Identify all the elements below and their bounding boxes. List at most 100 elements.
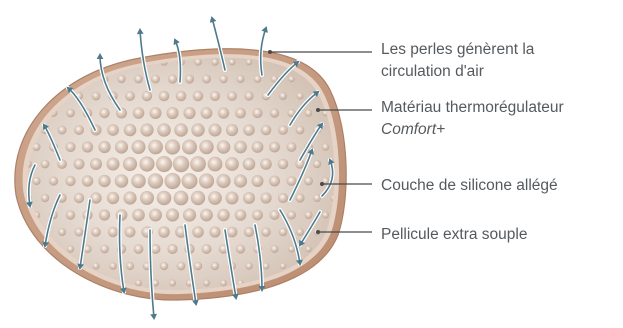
pearl-bead: [134, 75, 143, 84]
pearl-bead: [226, 192, 239, 205]
label-film: Pellicule extra souple: [381, 224, 527, 246]
pearl-bead: [183, 208, 196, 221]
pearl-bead: [109, 262, 117, 270]
label-film-line1: Pellicule extra souple: [381, 226, 527, 243]
pearl-bead: [322, 212, 329, 219]
pearl-bead: [296, 92, 303, 99]
pearl-bead: [169, 279, 176, 286]
pearl-bead: [280, 263, 286, 269]
pearl-bead: [148, 173, 163, 188]
pearl-bead: [322, 143, 330, 151]
pearl-bead: [67, 245, 74, 252]
pearl-bead: [65, 142, 75, 152]
pearl-bead: [218, 107, 229, 118]
pearl-bead: [279, 92, 287, 100]
pearl-bead: [168, 74, 177, 83]
label-silicone: Couche de silicone allégé: [381, 175, 558, 197]
pearl-bead: [149, 209, 162, 222]
pearl-bead: [126, 262, 134, 270]
pearl-bead: [245, 262, 253, 270]
pearl-bead: [157, 191, 172, 206]
pearl-bead: [91, 227, 101, 237]
pearl-bead: [229, 59, 236, 66]
pearl-bead: [225, 157, 239, 171]
pearl-bead: [313, 194, 321, 202]
pearl-bead: [140, 123, 153, 136]
pearl-bead: [174, 123, 188, 137]
pearl-bead: [252, 210, 263, 221]
pearl-bead: [210, 91, 220, 101]
pearl-bead: [211, 58, 218, 65]
pearl-bead: [243, 124, 255, 136]
pearl-bead: [92, 262, 99, 269]
pearl-bead: [305, 109, 313, 117]
label-silicone-line1: Couche de silicone allégé: [381, 177, 558, 194]
pearl-bead: [263, 263, 270, 270]
pearl-bead: [139, 156, 154, 171]
label-pearls: Les perles génèrent la circulation d'air: [381, 39, 534, 83]
pearl-bead: [166, 107, 178, 119]
pearl-bead: [236, 75, 244, 83]
pearl-bead: [252, 141, 264, 153]
pearl-bead: [270, 108, 279, 117]
pearl-bead: [193, 91, 204, 102]
pearl-bead: [269, 176, 280, 187]
pearl-bead: [99, 209, 110, 220]
pearl-bead: [90, 192, 101, 203]
pearl-bead: [92, 92, 101, 101]
pearl-bead: [142, 91, 152, 101]
pearl-bead: [150, 107, 162, 119]
pearl-bead: [227, 91, 237, 101]
pearl-bead: [74, 159, 85, 170]
pearl-bead: [234, 141, 247, 154]
pearl-bead: [125, 227, 136, 238]
pearl-bead: [194, 58, 202, 66]
pearl-bead: [173, 156, 190, 173]
pearl-bead: [90, 158, 102, 170]
pearl-bead: [235, 209, 247, 221]
pearl-bead: [313, 160, 321, 168]
pearl-bead: [49, 176, 58, 185]
pearl-bead: [220, 280, 227, 287]
pearl-bead: [166, 208, 179, 221]
pearl-bead: [260, 192, 271, 203]
pearl-bead: [174, 191, 189, 206]
pearl-bead: [295, 193, 304, 202]
pearl-bead: [158, 226, 170, 238]
pearl-bead: [133, 107, 145, 119]
pearl-bead: [75, 228, 84, 237]
label-pearls-line2: circulation d'air: [381, 61, 534, 83]
pearl-bead: [191, 123, 204, 136]
pearl-bead: [176, 91, 187, 102]
pearl-bead: [164, 173, 180, 189]
label-material-brand: Comfort+: [381, 119, 564, 141]
pearl-bead: [209, 124, 222, 137]
pearl-bead: [131, 174, 146, 189]
pearl-bead: [160, 262, 169, 271]
pearl-bead: [177, 262, 186, 271]
pearl-bead: [117, 75, 125, 83]
label-material: Matériau thermorégulateur Comfort+: [381, 97, 564, 141]
pearl-bead: [254, 75, 262, 83]
pearl-bead: [279, 228, 288, 237]
pearl-bead: [74, 193, 84, 203]
pearl-bead: [305, 211, 313, 219]
pearl-bead: [165, 139, 180, 154]
pearl-bead: [271, 245, 279, 253]
pearl-bead: [202, 244, 212, 254]
pearl-bead: [211, 262, 219, 270]
pearl-bead: [278, 125, 288, 135]
pearl-bead: [167, 244, 177, 254]
pearl-bead: [32, 177, 40, 185]
pearl-bead: [82, 175, 93, 186]
pearl-bead: [99, 108, 109, 118]
pearl-bead: [226, 124, 238, 136]
pearl-bead: [208, 157, 223, 172]
pearl-bead: [66, 109, 75, 118]
pearl-bead: [132, 140, 146, 154]
pearl-bead: [288, 245, 295, 252]
pearl-bead: [348, 161, 354, 167]
pearl-bead: [107, 192, 119, 204]
pearl-bead: [287, 176, 297, 186]
pearl-bead: [108, 227, 118, 237]
